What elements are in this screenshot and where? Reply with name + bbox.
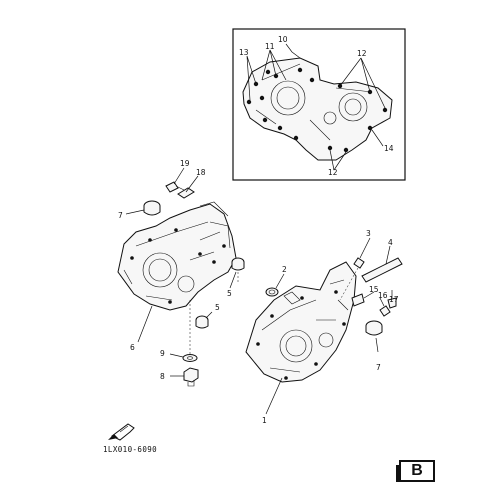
callout-11: 11 bbox=[265, 42, 275, 51]
callout-14: 14 bbox=[384, 144, 394, 153]
callout-12-bottom: 12 bbox=[328, 168, 338, 177]
front-arrow-icon bbox=[108, 423, 135, 441]
leader-6 bbox=[137, 305, 153, 343]
pin-3 bbox=[339, 237, 371, 301]
callout-5-lower: 5 bbox=[215, 303, 220, 312]
callout-4: 4 bbox=[388, 238, 393, 247]
dowel-5-lower bbox=[195, 311, 213, 329]
callout-9: 9 bbox=[160, 349, 165, 358]
callout-10: 10 bbox=[278, 35, 288, 44]
dowel-pin-7-right bbox=[365, 320, 383, 353]
callout-19: 19 bbox=[180, 159, 190, 168]
callout-12-top: 12 bbox=[357, 49, 367, 58]
callout-8: 8 bbox=[160, 372, 165, 381]
callout-5-upper: 5 bbox=[227, 289, 232, 298]
washer-9 bbox=[169, 300, 198, 362]
callout-6: 6 bbox=[130, 343, 135, 352]
callout-1: 1 bbox=[262, 416, 267, 425]
left-crankcase-half bbox=[117, 201, 237, 311]
inset-crankcase-view: 10 11 13 12 12 14 bbox=[232, 28, 406, 181]
callout-7-right: 7 bbox=[376, 363, 381, 372]
callout-17: 17 bbox=[389, 295, 399, 304]
leader-1 bbox=[265, 377, 283, 415]
inset-left-bore bbox=[270, 80, 306, 116]
shaft-4 bbox=[361, 245, 403, 283]
inset-right-bore bbox=[338, 92, 368, 122]
inset-bolt-holes bbox=[246, 67, 388, 153]
bolt-16 bbox=[379, 297, 391, 317]
right-case-bore bbox=[279, 329, 313, 363]
page-section-letter: B bbox=[396, 460, 435, 482]
callout-labels: 1 2 3 4 5 5 6 7 7 8 9 15 16 17 18 19 bbox=[118, 159, 399, 425]
clip-15 bbox=[351, 291, 375, 307]
dowel-5-upper bbox=[231, 257, 245, 284]
inset-leader-lines bbox=[246, 43, 386, 171]
diagram-code: 1LX010-6090 bbox=[103, 445, 157, 454]
bolt-19 bbox=[165, 167, 185, 193]
plate-18 bbox=[177, 175, 199, 199]
callout-18: 18 bbox=[196, 168, 206, 177]
callout-16: 16 bbox=[378, 291, 388, 300]
o-ring-2 bbox=[265, 273, 285, 297]
dowel-pin-7-top bbox=[125, 200, 161, 216]
bolt-17 bbox=[387, 290, 397, 309]
callout-15: 15 bbox=[369, 285, 379, 294]
left-case-bore bbox=[142, 252, 178, 288]
callout-7-left: 7 bbox=[118, 211, 123, 220]
right-crankcase-half bbox=[245, 261, 357, 383]
drain-bolt-8 bbox=[170, 367, 199, 387]
callout-3: 3 bbox=[366, 229, 371, 238]
callout-2: 2 bbox=[282, 265, 287, 274]
leader-5-upper bbox=[229, 271, 237, 289]
callout-13: 13 bbox=[239, 48, 249, 57]
